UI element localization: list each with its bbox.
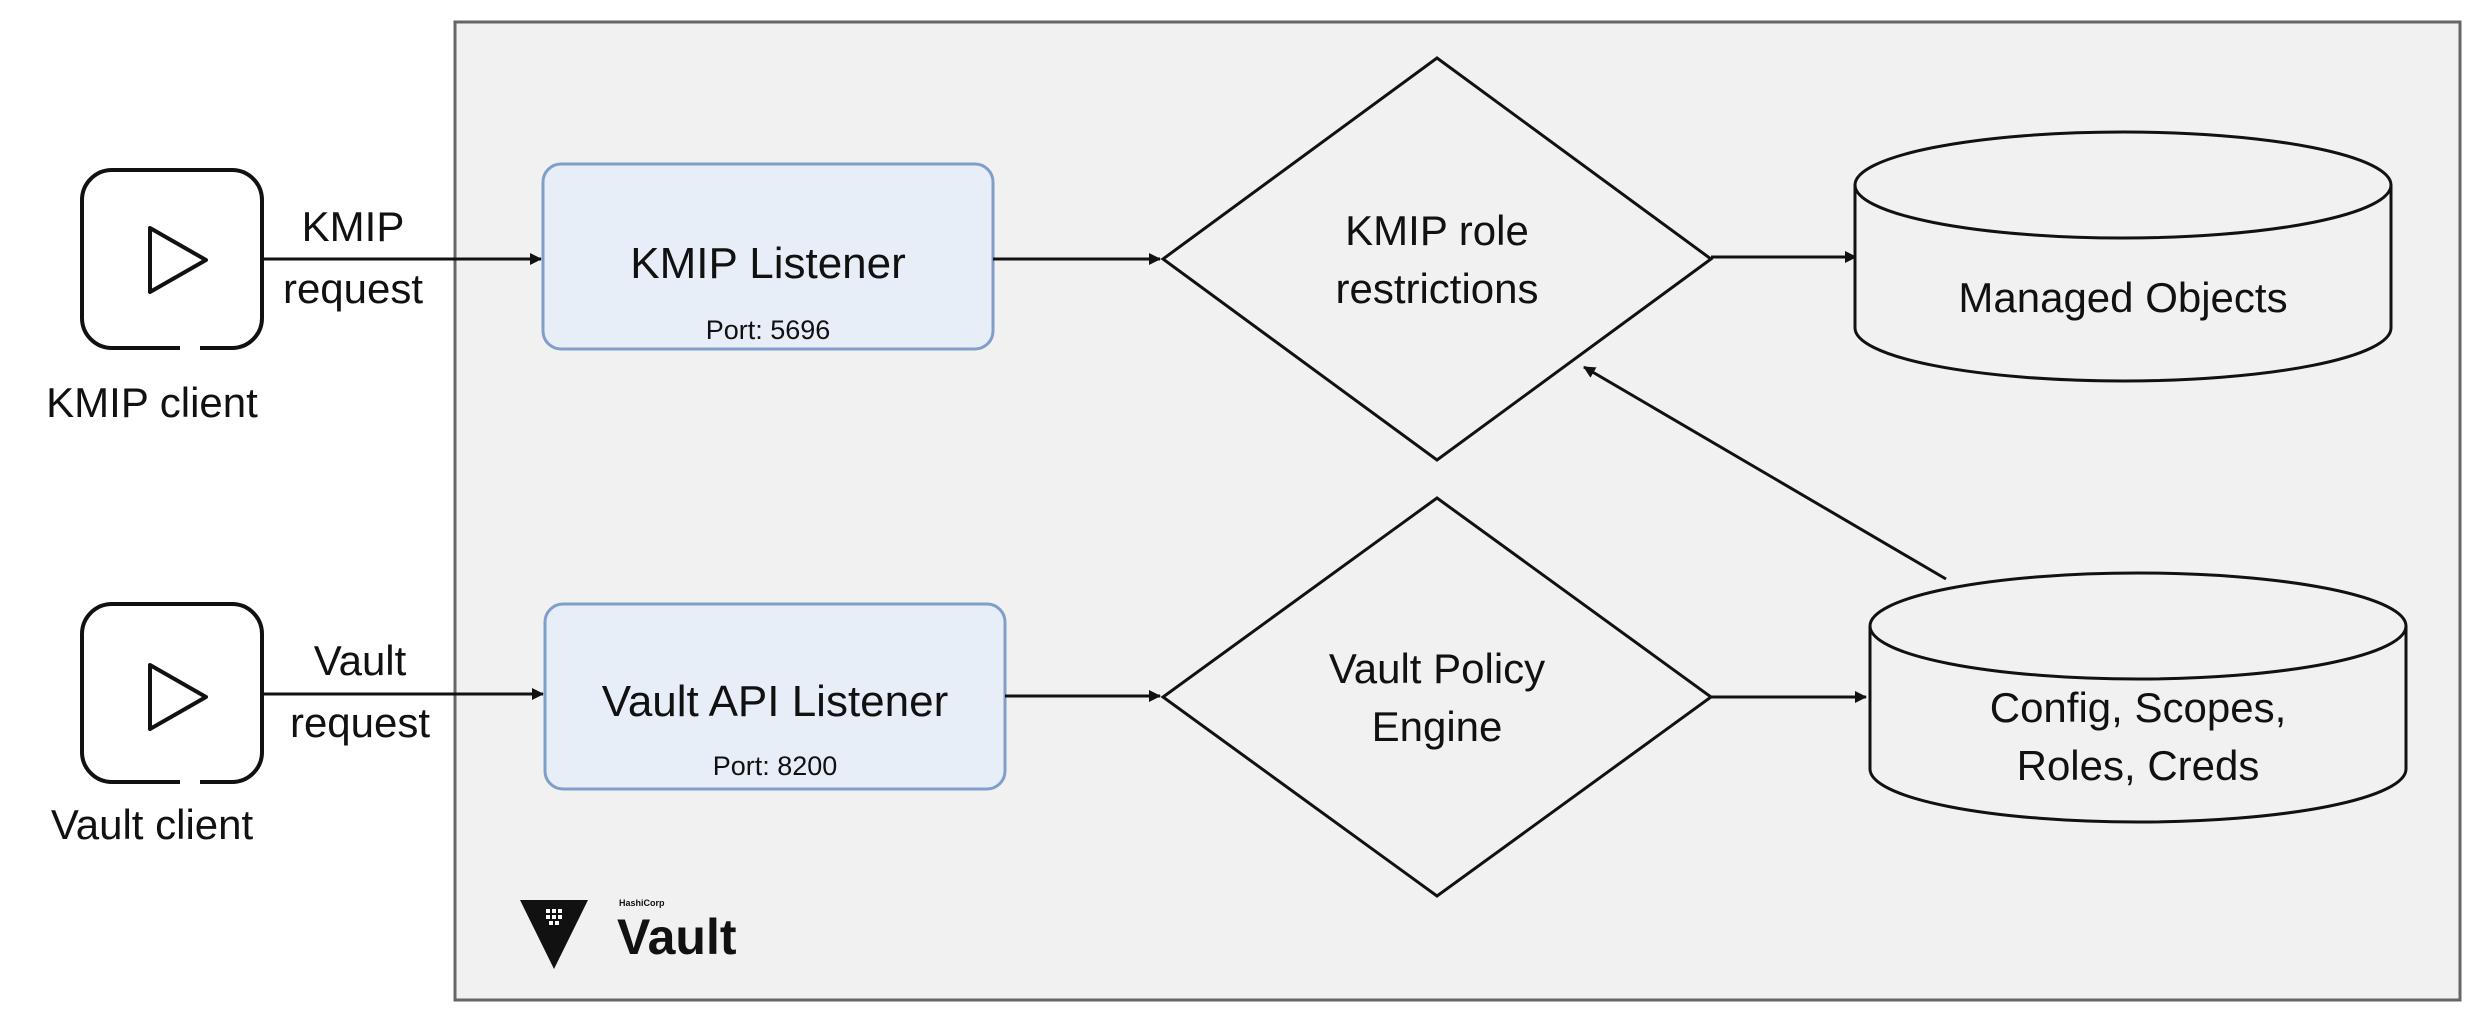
kmip-role-restrictions: KMIP role restrictions (1160, 56, 1714, 462)
managed-objects-body (1853, 185, 2393, 383)
vault-client-label: Vault client (51, 801, 254, 848)
play-icon (148, 663, 208, 731)
policy-engine-diamond (1160, 496, 1714, 898)
managed-objects-top (1853, 130, 2393, 240)
vault-api-listener: Vault API Listener Port: 8200 (543, 602, 1007, 791)
vault-policy-engine: Vault Policy Engine (1160, 496, 1714, 898)
vault-listener-port: Port: 8200 (713, 751, 838, 781)
policy-engine-label-line2: Engine (1372, 703, 1503, 750)
config-store-label-line1: Config, Scopes, (1990, 684, 2287, 731)
vault-logo-icon (520, 900, 588, 969)
kmip-client: KMIP client (46, 168, 264, 426)
kmip-client-box (80, 168, 264, 350)
vault-request-label-line2: request (290, 699, 430, 746)
managed-objects-store: Managed Objects (1853, 130, 2393, 383)
managed-objects-label: Managed Objects (1958, 274, 2287, 321)
kmip-listener-title: KMIP Listener (630, 239, 906, 288)
vault-client-box (80, 602, 264, 784)
vault-request-label-line1: Vault (314, 637, 407, 684)
config-to-role-arrow (1583, 365, 1947, 581)
vault-listener-title: Vault API Listener (602, 677, 949, 726)
kmip-listener: KMIP Listener Port: 5696 (541, 162, 995, 351)
policy-engine-label-line1: Vault Policy (1329, 645, 1545, 692)
kmip-request-label-line2: request (283, 265, 423, 312)
kmip-client-label: KMIP client (46, 379, 258, 426)
config-store-body (1868, 626, 2408, 824)
kmip-listener-box (541, 162, 995, 351)
config-store: Config, Scopes, Roles, Creds (1868, 571, 2408, 824)
kmip-role-label-line2: restrictions (1335, 265, 1538, 312)
config-store-top (1868, 571, 2408, 681)
kmip-role-diamond (1160, 56, 1714, 462)
config-store-label-line2: Roles, Creds (2017, 742, 2260, 789)
logo-product-text: Vault (617, 909, 737, 965)
logo-brand-text: HashiCorp (619, 898, 665, 908)
play-icon (148, 226, 208, 294)
kmip-listener-port: Port: 5696 (706, 315, 831, 345)
kmip-role-label-line1: KMIP role (1345, 207, 1529, 254)
kmip-request-label-line1: KMIP (302, 203, 405, 250)
vault-client: Vault client (51, 602, 264, 848)
hashicorp-vault-logo: HashiCorp Vault (520, 898, 737, 969)
